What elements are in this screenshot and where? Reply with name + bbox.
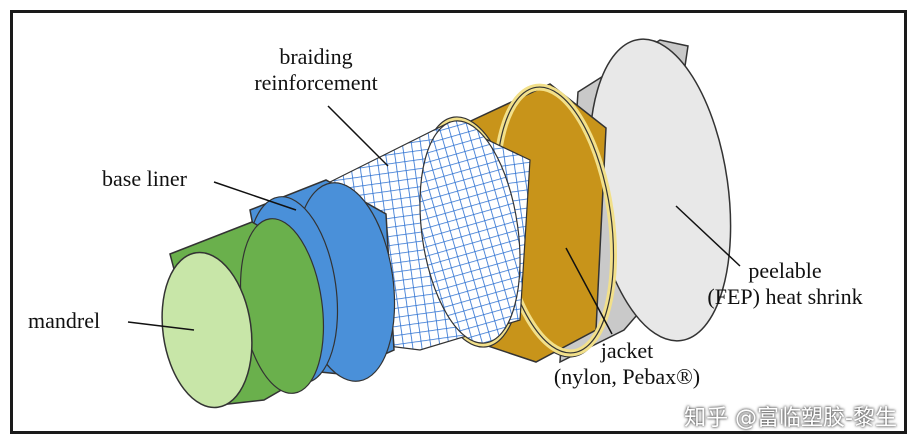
base-liner-label: base liner <box>102 166 187 191</box>
mandrel-layer <box>161 218 325 409</box>
mandrel-label: mandrel <box>28 308 101 333</box>
braiding-label: braiding reinforcement <box>236 44 396 96</box>
jacket-label-line1: jacket <box>600 338 654 363</box>
jacket-label-line2: (nylon, Pebax®) <box>553 364 701 389</box>
heat-shrink-label-line2: (FEP) heat shrink <box>707 284 863 309</box>
braiding-label-line2: reinforcement <box>254 70 378 95</box>
base-liner-leader <box>213 181 297 211</box>
leader-lines <box>127 105 741 335</box>
braiding-label-line1: braiding <box>279 44 353 69</box>
heat-shrink-label: peelable (FEP) heat shrink <box>690 258 880 310</box>
heat-shrink-leader <box>675 205 741 267</box>
jacket-leader <box>565 247 613 335</box>
jacket-label: jacket (nylon, Pebax®) <box>532 338 722 390</box>
braiding-leader <box>327 105 389 167</box>
mandrel-leader <box>127 321 195 331</box>
heat-shrink-label-line1: peelable <box>748 258 822 283</box>
watermark: 知乎 @富临塑胶-黎生 <box>684 406 897 431</box>
